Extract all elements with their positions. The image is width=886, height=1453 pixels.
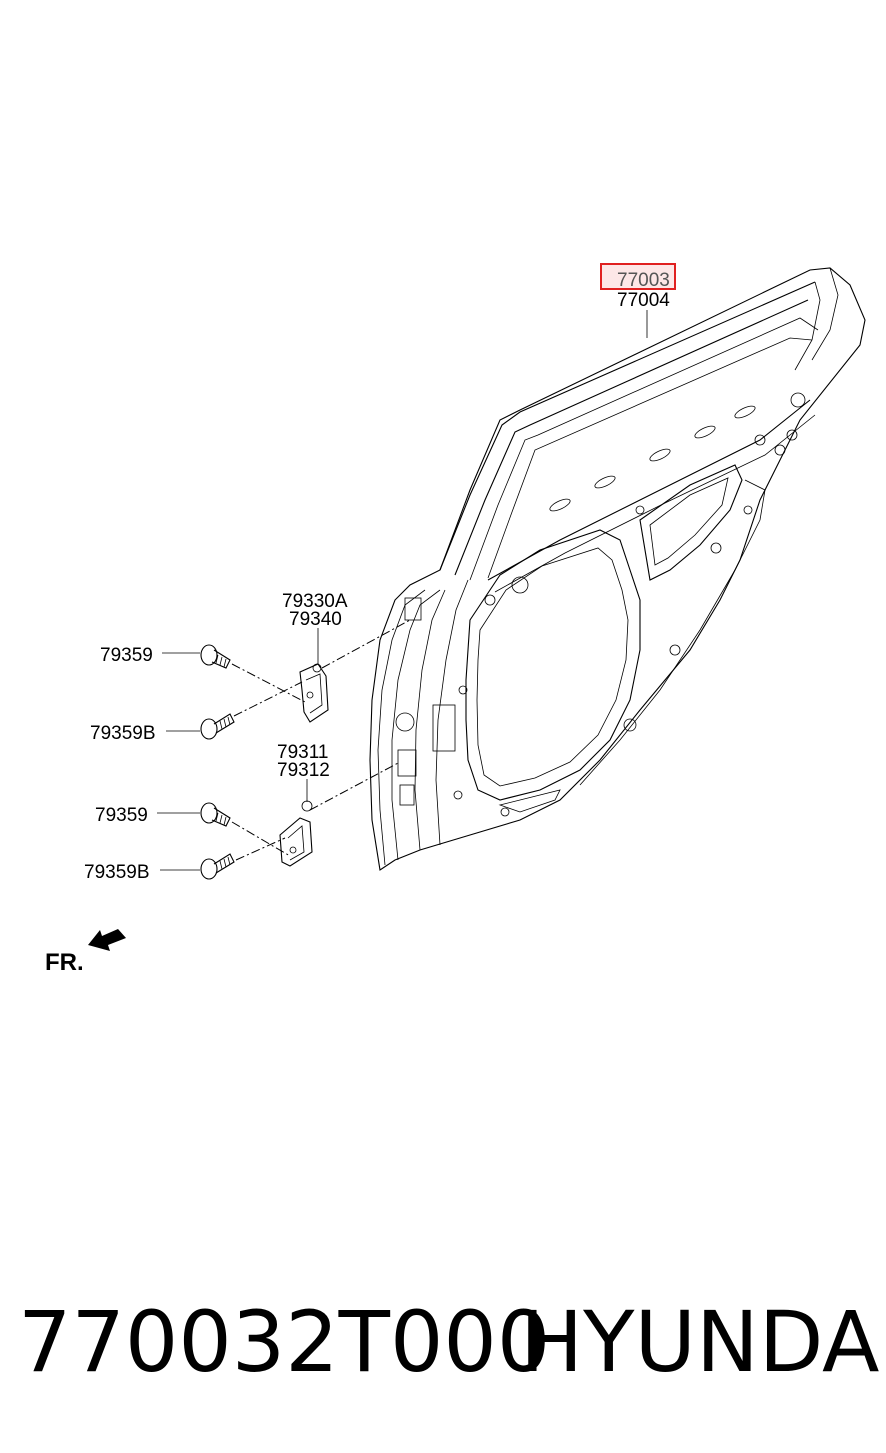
highlight-box — [600, 263, 676, 290]
callout-79330a: 79330A — [282, 591, 348, 612]
upper-hinge — [299, 663, 329, 723]
callout-79340: 79340 — [289, 609, 342, 630]
bolt-upper-2 — [200, 713, 235, 740]
door-holes — [395, 392, 806, 817]
callout-79359b-lower: 79359B — [84, 862, 150, 883]
front-direction-indicator: FR. — [45, 929, 126, 976]
bolt-upper-1 — [200, 644, 231, 669]
callout-77003: 77003 — [617, 270, 670, 291]
rear-door-panel — [369, 267, 866, 871]
brand-name: HYUNDAI — [520, 1293, 886, 1391]
leader-lines — [157, 310, 648, 871]
bolt-lower-1 — [200, 802, 231, 827]
callout-77004: 77004 — [617, 290, 670, 311]
front-arrow-icon — [88, 929, 126, 951]
part-number: 770032T000 — [18, 1293, 551, 1391]
callout-79312: 79312 — [277, 760, 330, 781]
callout-79359-lower: 79359 — [95, 805, 148, 826]
front-label: FR. — [45, 949, 84, 976]
bolt-lower-2 — [200, 853, 235, 880]
lower-hinge — [279, 800, 313, 867]
callout-79359-upper: 79359 — [100, 645, 153, 666]
callout-79359b-upper: 79359B — [90, 723, 156, 744]
callout-79311: 79311 — [277, 742, 328, 763]
assembly-lines — [231, 619, 411, 861]
